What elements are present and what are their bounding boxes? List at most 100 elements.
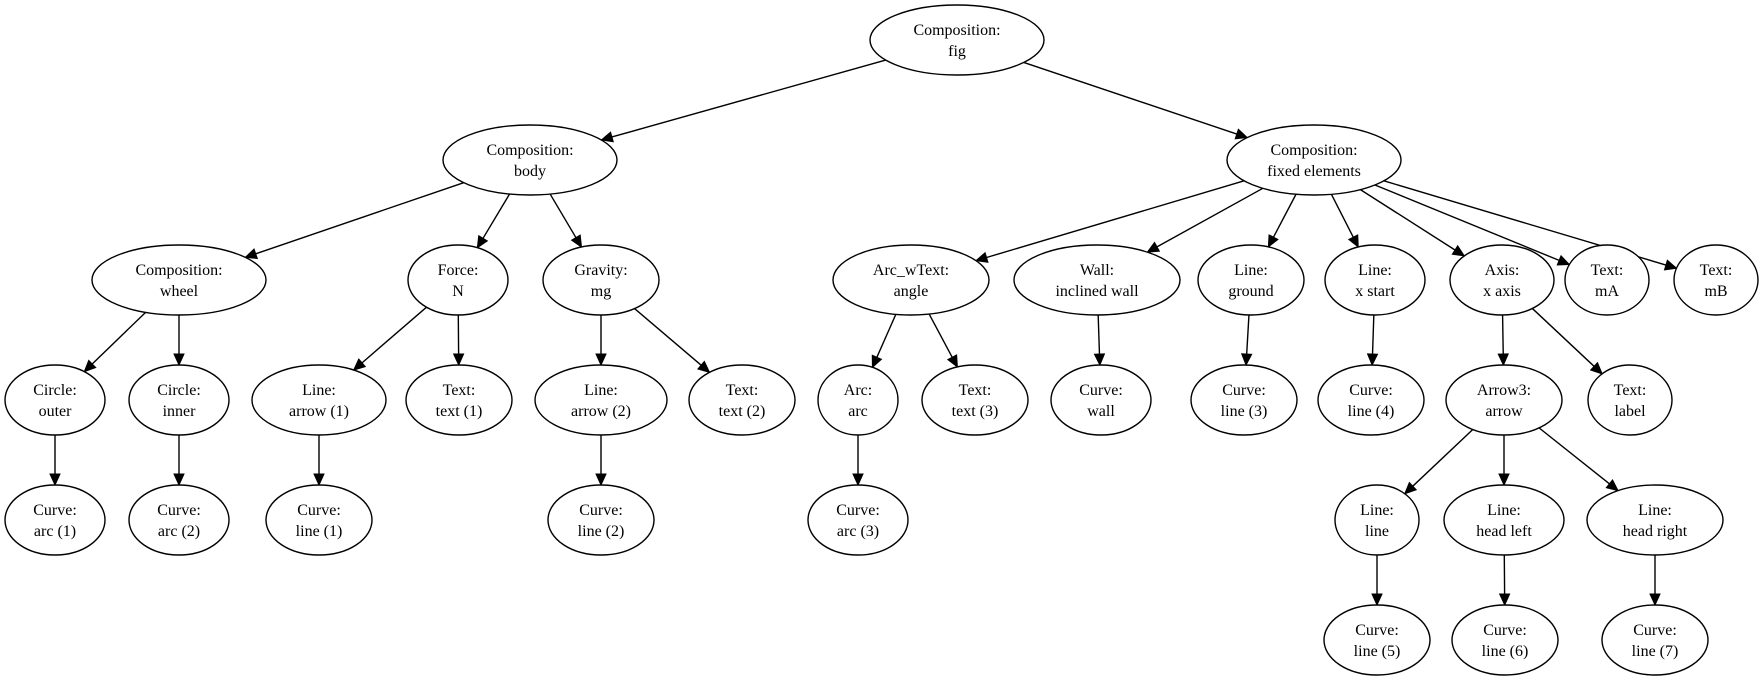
node-arrow2: Line:arrow (2) [534,364,668,436]
node-type-label: Text: [1591,262,1624,279]
edge-line [361,306,427,364]
arrowhead [697,360,711,374]
node-type-label: Composition: [913,22,1000,39]
arrowhead [1146,241,1161,253]
node-type-label: Curve: [1355,622,1399,639]
node-type-label: Line: [584,382,618,399]
node-name-label: line (1) [296,523,343,540]
node-name-label: arc (1) [34,523,76,540]
node-ellipse [547,484,655,556]
node-name-label: line (7) [1632,643,1679,660]
node-type-label: Force: [438,262,479,279]
node-type-label: Line: [1234,262,1268,279]
node-body: Composition:body [442,124,618,196]
arrowhead [974,251,989,263]
node-name-label: mg [591,283,611,300]
arrowhead [244,248,259,260]
node-type-label: Wall: [1080,262,1114,279]
node-ellipse [1443,484,1565,556]
arrowhead [1649,593,1661,607]
edge-fig-to-body [600,59,886,143]
node-ground: Line:ground [1197,244,1305,316]
edge-forceN-to-arrow1 [352,306,427,371]
node-name-label: line [1365,523,1389,540]
arrowhead [1371,593,1383,607]
edge-headleft-to-line6 [1498,554,1511,607]
node-type-label: Curve: [1633,622,1677,639]
node-textmB: Text:mB [1673,244,1759,316]
edge-body-to-forceN [476,193,511,249]
node-name-label: label [1614,403,1646,420]
node-ellipse [807,484,909,556]
edge-line [611,59,886,138]
node-ellipse [1445,364,1563,436]
edge-xstart-to-line4 [1366,314,1379,367]
node-type-label: Arc: [844,382,872,399]
node-arc: Arc: arc [817,364,899,436]
node-xstart: Line:x start [1324,244,1426,316]
node-ellipse [251,364,387,436]
node-type-label: Circle: [33,382,77,399]
arrowhead [1093,353,1106,367]
node-ellipse [1564,244,1650,316]
edge-line [549,193,577,238]
edge-arrow3-to-headleft [1498,435,1510,487]
edge-inner-to-arc2 [173,435,185,487]
node-name-label: line (3) [1221,403,1268,420]
edge-body-to-wheel [244,182,464,260]
node-name-label: mB [1704,283,1727,300]
edge-line [1245,314,1250,355]
arrowhead [1663,259,1678,271]
node-line4: Curve:line (4) [1317,364,1425,436]
edge-headright-to-line7 [1649,555,1661,607]
node-type-label: Line: [302,382,336,399]
node-name-label: text (3) [952,403,999,420]
node-arcwtext: Arc_wText:angle [832,244,990,316]
arrowhead [1240,353,1253,367]
edge-axis-to-arrow3 [1497,314,1510,367]
edge-arrow3-to-headright [1538,427,1619,492]
node-name-label: fixed elements [1267,163,1361,180]
arrowhead [1498,473,1510,487]
node-line5: Curve:line (5) [1323,604,1431,676]
node-ellipse [1013,244,1181,316]
node-type-label: Curve: [157,502,201,519]
node-axis: Axis:x axis [1449,244,1555,316]
node-gravity: Gravity:mg [542,244,660,316]
edge-line [1538,427,1610,485]
edge-line [876,314,897,358]
node-ellipse [869,4,1045,76]
edge-line [1360,189,1456,251]
edge-line [1374,184,1560,262]
arrowhead [1366,353,1379,367]
arrowhead [1556,254,1571,266]
node-type-label: Text: [443,382,476,399]
node-ellipse [1050,364,1152,436]
node-arc3: Curve:arc (3) [807,484,909,556]
node-ellipse [1673,244,1759,316]
edge-body-to-gravity [549,193,583,249]
node-ellipse [1317,364,1425,436]
edge-fixed-to-arcwtext [974,180,1245,263]
node-ellipse [1587,364,1673,436]
node-name-label: arc [848,403,868,420]
arrowhead [476,234,489,249]
arrowhead [595,473,607,487]
node-ellipse [407,244,509,316]
edge-line [1023,61,1238,135]
node-arrow3: Arrow3:arrow [1445,364,1563,436]
node-type-label: Composition: [486,142,573,159]
node-type-label: Line: [1487,502,1521,519]
edge-axis-to-textlabel [1531,307,1603,375]
arrowhead [452,353,465,367]
arrowhead [1589,361,1603,375]
arrowhead [1498,593,1511,607]
edge-arrow3-to-lineline [1403,428,1474,495]
node-name-label: mA [1595,283,1619,300]
arrowhead [1234,128,1249,140]
node-wall: Wall:inclined wall [1013,244,1181,316]
node-text1: Text:text (1) [405,364,513,436]
edge-line [1272,193,1297,238]
arrowhead [173,473,185,487]
edge-fixed-to-axis [1360,189,1466,257]
